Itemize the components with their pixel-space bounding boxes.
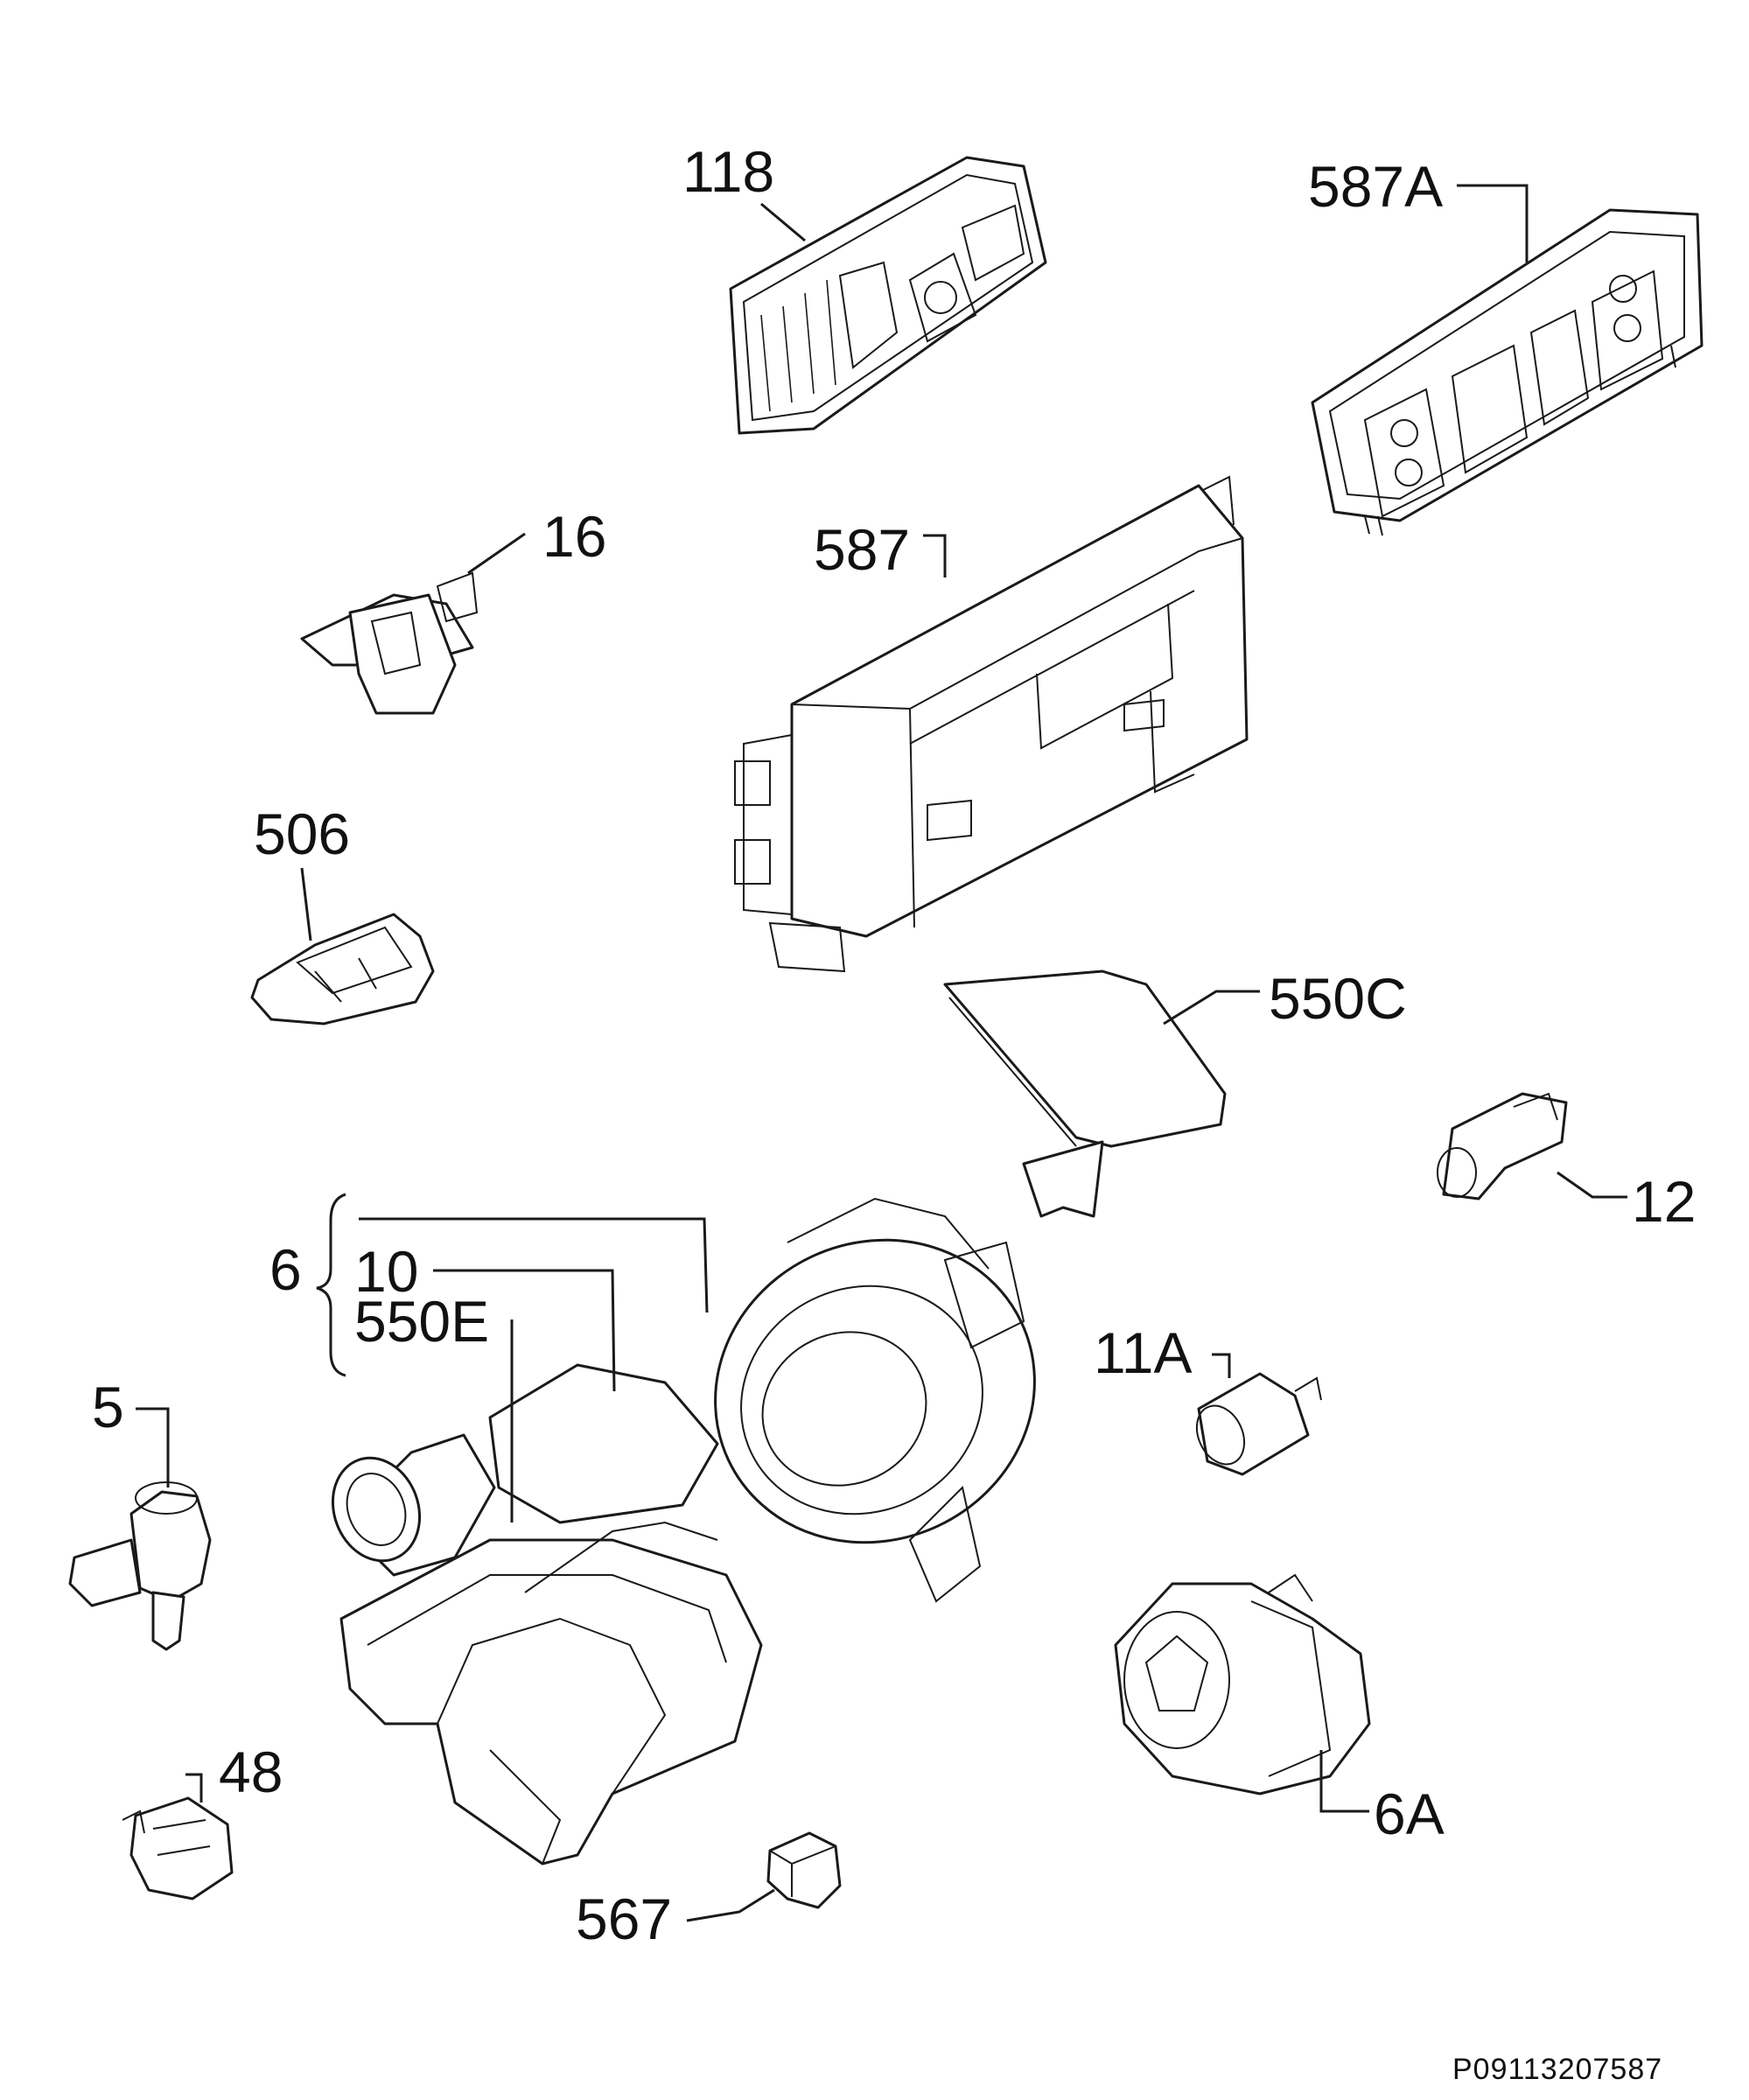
part-6a-drain-pump [1114,1573,1371,1796]
part-587a-display-board [1311,208,1704,536]
label-550c: 550C [1269,966,1407,1031]
label-5: 5 [92,1375,124,1439]
label-16: 16 [542,504,607,569]
label-6: 6 [269,1237,302,1302]
label-118: 118 [682,139,775,204]
part-550c-dispenser-lid [943,970,1227,1218]
label-10: 10 [354,1239,419,1304]
part-10-550e-heater-housing [331,1363,763,1866]
label-506: 506 [254,802,351,866]
label-567: 567 [576,1886,673,1951]
part-16-door-lock [300,571,479,715]
part-506 [250,913,435,1026]
part-48-sensor [122,1796,234,1900]
leader-lines [136,184,1627,1922]
part-12-sensor [1437,1092,1568,1200]
label-587a: 587A [1308,154,1444,219]
part-5-inlet-valve [68,1481,212,1651]
part-567-clip [766,1831,842,1909]
part-11a-capacitor [1195,1372,1322,1476]
diagram-code: P09113207587 [1452,2053,1663,2086]
label-6a: 6A [1374,1782,1445,1846]
label-48: 48 [219,1740,283,1804]
label-587: 587 [814,517,911,582]
part-6-circulation-pump [714,1197,1036,1603]
part-118-control-panel [729,156,1047,435]
label-12: 12 [1632,1169,1697,1234]
part-587-main-module [734,475,1249,973]
label-550e: 550E [354,1289,490,1354]
label-11a: 11A [1094,1320,1193,1385]
